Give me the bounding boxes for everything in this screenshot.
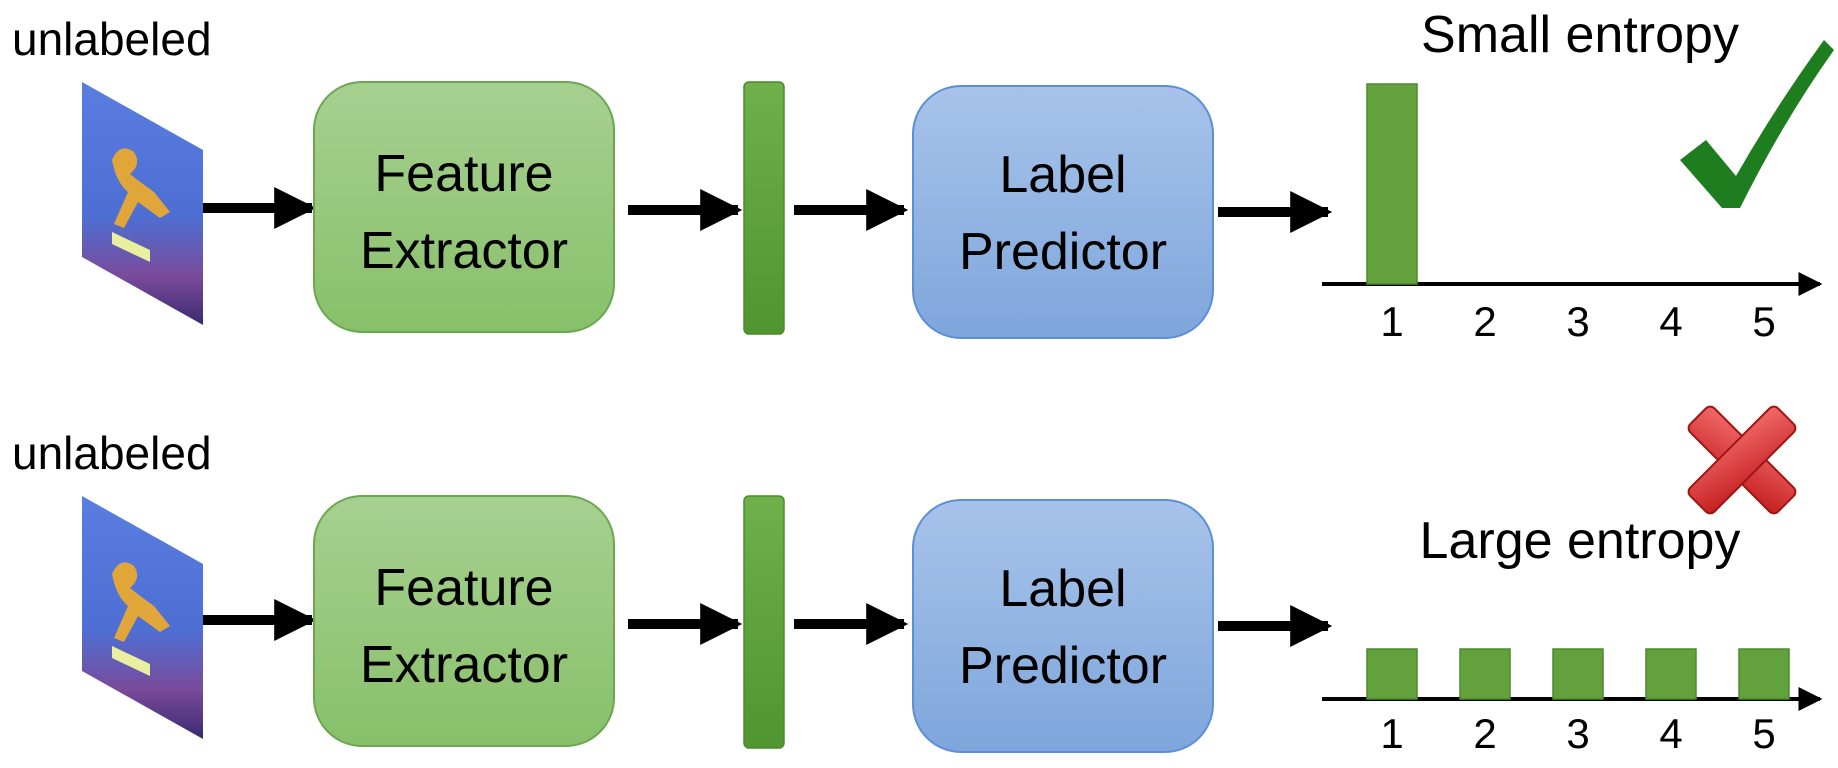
- feature-vector: [743, 81, 785, 335]
- label-predictor-line1: Label: [999, 146, 1126, 204]
- tick-label-5: 5: [1752, 298, 1775, 345]
- result-label: Large entropy: [1420, 512, 1741, 570]
- label-predictor-line1: Label: [999, 560, 1126, 618]
- tick-label-1: 1: [1380, 298, 1403, 345]
- input-label: unlabeled: [12, 427, 212, 479]
- input-label: unlabeled: [12, 13, 212, 65]
- checkmark-icon: [1680, 40, 1834, 208]
- tick-label-2: 2: [1473, 710, 1496, 757]
- tick-label-3: 3: [1566, 710, 1589, 757]
- cross-icon: [1687, 405, 1797, 515]
- tick-label-4: 4: [1659, 710, 1682, 757]
- feature-extractor-line1: Feature: [374, 559, 553, 617]
- tick-label-2: 2: [1473, 298, 1496, 345]
- label-predictor-line2: Predictor: [959, 637, 1167, 695]
- feature-extractor-box: Feature Extractor: [313, 81, 615, 333]
- tick-label-4: 4: [1659, 298, 1682, 345]
- feature-extractor-line2: Extractor: [360, 222, 568, 280]
- tick-label-3: 3: [1566, 298, 1589, 345]
- label-predictor-box: Label Predictor: [912, 85, 1214, 339]
- bar-4: [1645, 648, 1697, 700]
- result-label: Small entropy: [1421, 6, 1739, 64]
- feature-vector: [743, 495, 785, 749]
- feature-extractor-box: Feature Extractor: [313, 495, 615, 747]
- bar-3: [1552, 648, 1604, 700]
- bar-5: [1738, 648, 1790, 700]
- tick-label-1: 1: [1380, 710, 1403, 757]
- bar-1: [1366, 83, 1418, 285]
- probability-chart: 1 2 3 4 5: [1322, 648, 1823, 757]
- label-predictor-line2: Predictor: [959, 223, 1167, 281]
- feature-extractor-line2: Extractor: [360, 636, 568, 694]
- bar-2: [1459, 648, 1511, 700]
- input-image: [82, 496, 203, 739]
- row-small-entropy: unlabeled Feature Extractor Label Predic…: [12, 6, 1834, 345]
- tick-label-5: 5: [1752, 710, 1775, 757]
- row-large-entropy: unlabeled Feature Extractor Label Predic…: [12, 405, 1823, 757]
- input-image: [82, 82, 203, 325]
- bar-1: [1366, 648, 1418, 700]
- label-predictor-box: Label Predictor: [912, 499, 1214, 753]
- feature-extractor-line1: Feature: [374, 145, 553, 203]
- probability-chart: 1 2 3 4 5: [1322, 83, 1823, 345]
